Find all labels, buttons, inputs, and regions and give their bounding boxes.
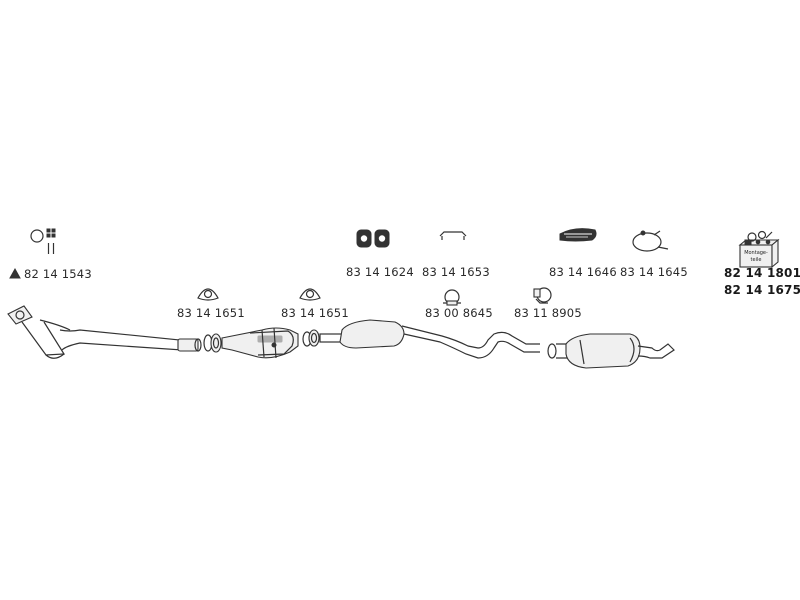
rubber-mount-icon (356, 229, 390, 248)
part-number-mounting-strap: 83 14 1646 (549, 265, 617, 279)
flange-connector (203, 333, 222, 353)
hanger-bracket-icon (439, 231, 467, 240)
part-number-mounting-kit-2: 82 14 1675 (724, 283, 800, 297)
triangle-marker-icon (9, 267, 21, 279)
part-number-clamp-1: 83 00 8645 (425, 306, 493, 320)
mounting-kit-box-icon: Montage- teile (738, 230, 780, 269)
kit-box-text-2: teile (751, 257, 762, 263)
middle-silencer (319, 319, 540, 359)
flange-gasket-icon (197, 288, 219, 301)
part-number-mounting-kit-1: 82 14 1801 (724, 266, 800, 280)
pipe-clamp-icon (443, 289, 461, 306)
bolt-set-icon (46, 228, 56, 254)
mounting-strap-icon (559, 228, 597, 242)
flange-gasket-icon (299, 288, 321, 301)
part-number-clamp-2: 83 11 8905 (514, 306, 582, 320)
front-downpipe (7, 305, 202, 359)
flange-connector (302, 329, 320, 347)
exhaust-hanger-icon (632, 230, 669, 252)
part-number-flange-gasket-2: 83 14 1651 (281, 306, 349, 320)
part-number-flange-gasket-1: 83 14 1651 (177, 306, 245, 320)
part-number-gasket-set: 82 14 1543 (24, 267, 92, 281)
pipe-clamp-icon (533, 287, 552, 304)
part-number-rubber-mounts: 83 14 1624 (346, 265, 414, 279)
catalytic-converter (221, 327, 299, 359)
part-number-exhaust-hanger: 83 14 1645 (620, 265, 688, 279)
kit-box-text-1: Montage- (744, 250, 768, 256)
gasket-ring-icon (30, 229, 44, 243)
rear-silencer (547, 333, 675, 369)
part-number-hanger-bracket: 83 14 1653 (422, 265, 490, 279)
